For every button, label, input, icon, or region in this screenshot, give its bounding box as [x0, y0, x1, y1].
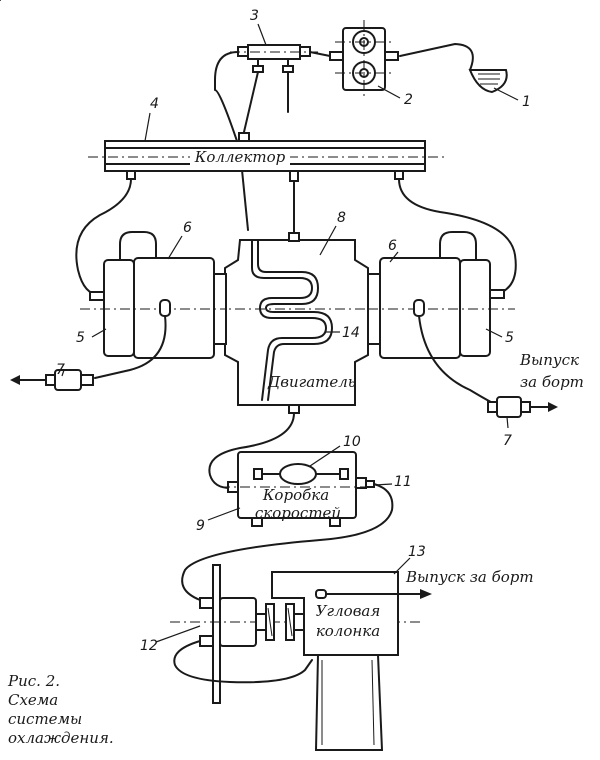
engine-label: Двигатель [267, 373, 356, 391]
callout-1: 1 [522, 94, 531, 110]
callout-12: 12 [140, 638, 158, 654]
gearbox-label-2: скоростей [255, 504, 341, 522]
caption-line-1: Рис. 2. [7, 672, 60, 690]
callout-9: 9 [196, 518, 205, 534]
callout-5-right: 5 [505, 330, 514, 346]
callout-13: 13 [408, 544, 426, 560]
filter [0, 0, 331, 73]
callout-6-left: 6 [183, 220, 192, 236]
callout-4: 4 [150, 96, 159, 112]
pipe-gearbox-pump [181, 483, 394, 601]
pipe-filter-engine [214, 51, 249, 231]
drain-valve-right [487, 396, 558, 418]
callout-10: 10 [343, 434, 361, 450]
caption-line-3: системы [8, 710, 82, 728]
collector: Коллектор [88, 132, 445, 182]
callout-3: 3 [250, 8, 259, 24]
drain-valve-left [10, 369, 94, 391]
angle-column: Угловая колонка [271, 571, 432, 751]
pipe-collector-right [398, 178, 517, 296]
outlet-right-label-2: за борт [520, 373, 584, 391]
coil [251, 239, 327, 401]
callout-7-right: 7 [503, 433, 512, 449]
angle-column-label-2: колонка [316, 622, 380, 640]
caption-line-4: охлаждения. [8, 729, 114, 747]
gearbox: Коробка скоростей [220, 451, 375, 527]
callout-14: 14 [342, 325, 360, 341]
engine: Двигатель [215, 232, 380, 414]
callout-2: 2 [404, 92, 413, 108]
collector-label: Коллектор [194, 148, 286, 166]
angle-column-label-1: Угловая [316, 602, 381, 620]
gearbox-label-1: Коробка [262, 486, 329, 504]
pipe-left-outlet [94, 315, 167, 379]
callout-7-left: 7 [56, 362, 65, 378]
pipe-collector-left [75, 178, 132, 296]
outlet-right-label-1: Выпуск [519, 351, 579, 369]
pipe-filter-collector-a [243, 71, 259, 133]
caption-line-2: Схема [8, 691, 58, 709]
raw-water-pump [170, 564, 420, 704]
pipe-engine-gearbox [208, 412, 295, 489]
water-intake [399, 43, 508, 94]
callout-11: 11 [394, 474, 412, 490]
water-pump [329, 20, 399, 98]
outlet-bottom-label: Выпуск за борт [405, 568, 534, 586]
heat-exchanger-right [367, 231, 515, 359]
callout-8: 8 [337, 210, 346, 226]
callout-5-left: 5 [76, 330, 85, 346]
callout-6-right: 6 [388, 238, 397, 254]
heat-exchanger-left [80, 231, 227, 359]
figure-caption: Рис. 2. Схема системы охлаждения. [7, 672, 114, 747]
pipe-pump-column [173, 640, 313, 684]
callouts: 1 2 3 4 5 5 6 6 7 7 8 9 10 11 12 13 14 [56, 8, 531, 654]
